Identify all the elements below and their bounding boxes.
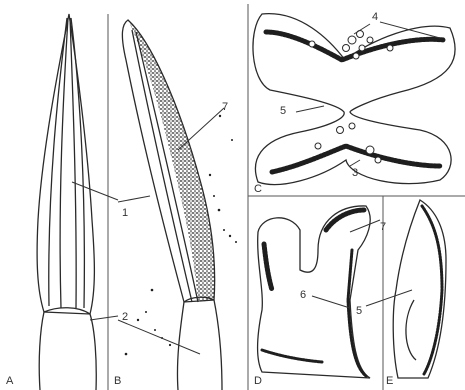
callout-5-panel-c: 5 <box>280 105 286 117</box>
panel-d-dark-band-bottom <box>262 350 322 362</box>
panel-b-leaf-drawing <box>122 20 237 390</box>
callout-1: 1 <box>122 207 128 219</box>
callout-7-panel-b: 7 <box>222 101 228 113</box>
panel-e-outline <box>393 200 446 378</box>
panel-label-a: A <box>6 375 14 387</box>
panel-a-leaf-drawing <box>37 14 96 390</box>
callout-3: 3 <box>352 167 358 179</box>
panel-label-d: D <box>254 375 262 387</box>
panel-c-cross-section <box>253 14 455 185</box>
leaf-a-vein-4 <box>71 18 84 308</box>
panel-e-section <box>393 200 446 378</box>
panel-d-dark-band-upper <box>326 210 364 230</box>
callout-5-panel-d: 5 <box>356 305 362 317</box>
panel-e-inner-channel <box>406 300 416 360</box>
leaf-a-sheath <box>39 308 96 390</box>
panel-label-e: E <box>386 375 393 387</box>
leaf-b-stipple-band <box>128 20 215 302</box>
panel-d-section <box>258 206 371 378</box>
leaf-b-sheath <box>177 297 222 390</box>
panel-label-b: B <box>114 375 121 387</box>
callout-4: 4 <box>372 11 378 23</box>
panel-label-c: C <box>254 183 262 195</box>
callout-7-panel-d: 7 <box>380 221 386 233</box>
callout-2: 2 <box>122 311 128 323</box>
callout-6: 6 <box>300 289 306 301</box>
leaf-a-vein-1 <box>49 18 67 306</box>
panel-e-dark-band <box>422 206 442 374</box>
panel-d-dark-clump <box>264 244 272 290</box>
